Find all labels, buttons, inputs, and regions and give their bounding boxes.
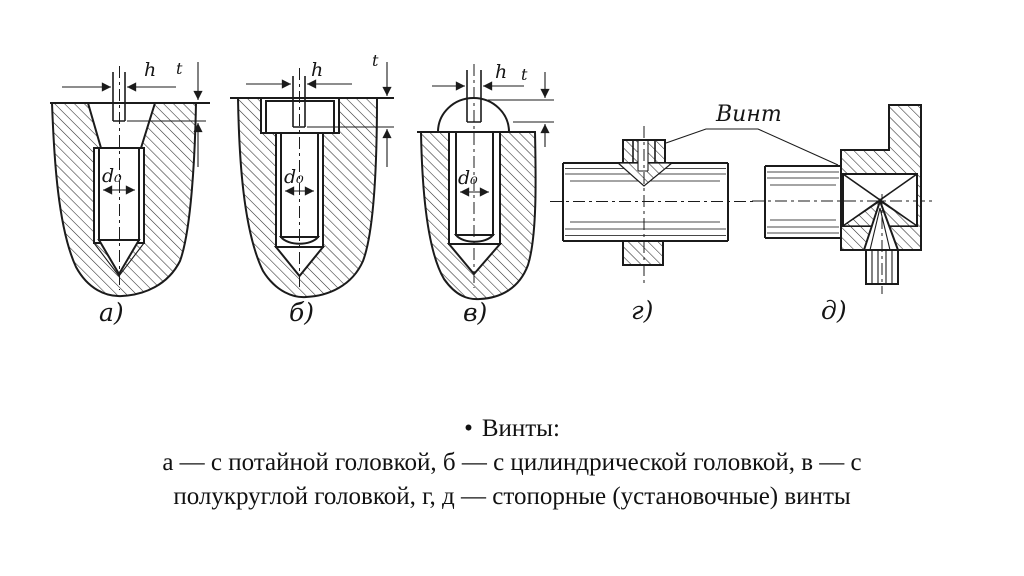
figure-a-dim-h: h [144, 59, 156, 81]
figure-v-dim-t: t [521, 65, 528, 84]
figure-g-label: г) [631, 296, 653, 325]
figure-a-label: а) [99, 298, 124, 327]
screw-types-diagram: h t d₀ а) h t [50, 51, 934, 327]
figure-v-screw-end-arc [453, 234, 496, 243]
figure-b-dimensions [246, 62, 394, 196]
caption-bullet: • [464, 415, 473, 442]
figure-v-dimensions [432, 72, 554, 197]
figure-b-dim-t: t [372, 51, 379, 70]
figure-g-slot-fill [638, 141, 648, 171]
caption-title: Винты: [481, 415, 560, 442]
screw-callout-label: Винт [715, 102, 782, 127]
figure-a-countersunk-head: h t d₀ а) [50, 59, 210, 327]
figure-v-label: в) [463, 298, 487, 327]
caption-title-line: • Винты: [0, 412, 1024, 446]
figure-d-thread-lines [871, 250, 893, 284]
figure-d-label: д) [821, 296, 847, 325]
figure-a-dim-t: t [176, 59, 183, 78]
figure-g-screw-sides [632, 140, 656, 163]
figure-d-shaft [764, 165, 841, 239]
figure-v-dim-d0: d₀ [458, 167, 478, 189]
caption-line-3: полукруглой головкой, г, д — стопорные (… [173, 483, 851, 510]
figure-v-dim-h: h [495, 61, 507, 83]
figure-v-round-head: h t d₀ в) [417, 61, 554, 327]
figure-g-set-screw-hub: г) [550, 126, 756, 325]
figure-d-inner-cone [869, 207, 891, 251]
figure-b-dim-h: h [311, 59, 323, 81]
figure-caption: • Винты: а — с потайной головкой, б — с ц… [0, 412, 1024, 514]
figure-a-dim-d0: d₀ [102, 165, 122, 187]
figure-g-bottom-boss [622, 240, 664, 266]
figure-g-slot-outline [637, 141, 649, 172]
figure-b-dim-d0: d₀ [284, 166, 304, 188]
screw-callout-leader [665, 128, 839, 166]
figure-b-cylindrical-head: h t d₀ б) [230, 51, 394, 327]
figure-d-shaft-shading [767, 171, 839, 234]
figure-a-hole-bottom-cone [93, 242, 145, 277]
caption-line-2: а — с потайной головкой, б — с цилиндрич… [162, 449, 862, 476]
figure-b-slot [292, 76, 306, 128]
figure-d-set-screw-bracket: д) [752, 104, 934, 325]
figure-a-dimensions [62, 62, 206, 195]
figure-b-label: б) [289, 298, 314, 327]
